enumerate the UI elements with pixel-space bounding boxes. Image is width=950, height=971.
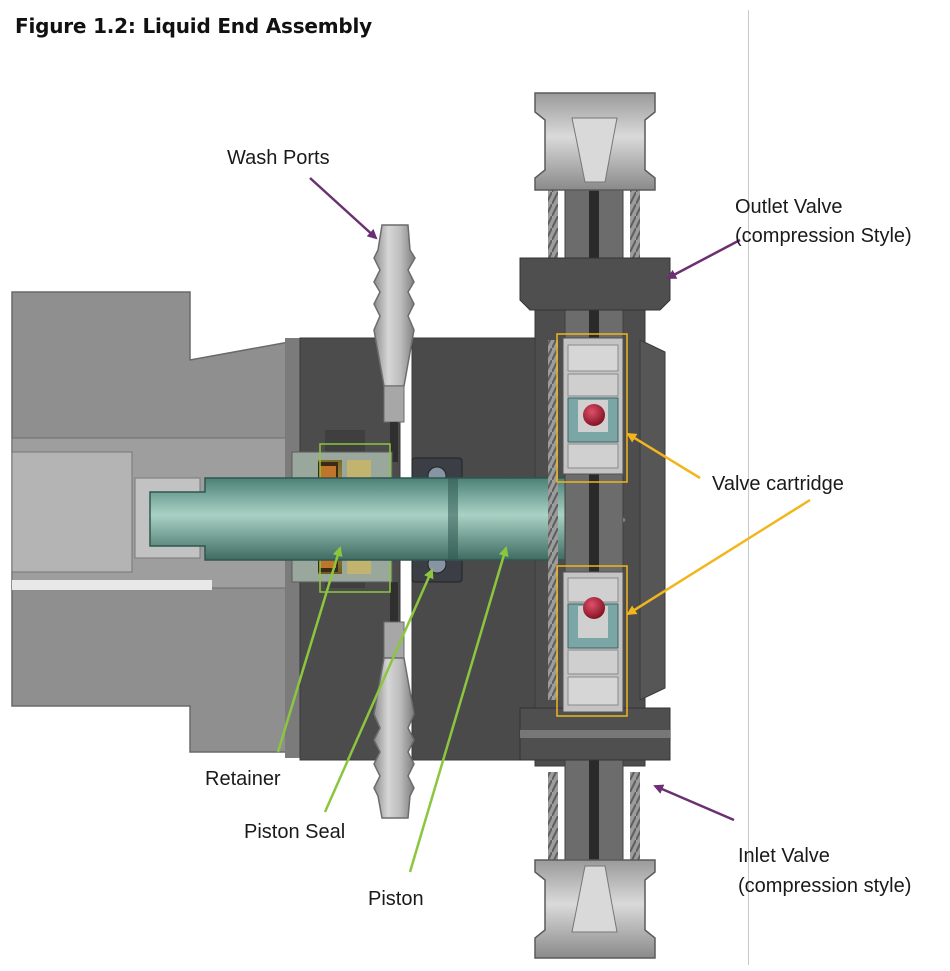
upper-cartridge-highlight-box [556, 333, 628, 483]
valve-cartridge-upper [562, 337, 624, 475]
inlet-valve-label-line1: Inlet Valve [738, 845, 830, 867]
outlet-valve-label-line1: Outlet Valve [735, 196, 843, 218]
figure-title: Figure 1.2: Liquid End Assembly [15, 14, 373, 38]
wash-ports-arrow [309, 177, 378, 240]
wash-ports-label: Wash Ports [227, 147, 330, 169]
outlet-valve-label-line2: (compression Style) [735, 225, 912, 247]
piston-arrow [408, 546, 509, 873]
inlet-fitting [519, 707, 671, 959]
retainer-label: Retainer [205, 768, 281, 790]
outlet-valve-arrow [666, 238, 741, 280]
valve-cartridge-arrow-upper [626, 432, 701, 480]
inlet-valve-label-line2: (compression style) [738, 875, 912, 897]
valve-cartridge-label: Valve cartridge [712, 473, 844, 495]
valve-cartridge-lower [562, 571, 624, 713]
piston-label: Piston [368, 888, 424, 910]
valve-cartridge-arrow-lower [626, 498, 811, 616]
page-border-line [748, 10, 749, 965]
inlet-valve-arrow [653, 784, 735, 822]
wash-port-upper [373, 224, 416, 462]
piston-seal-label: Piston Seal [244, 821, 346, 843]
retainer-arrow [276, 546, 343, 753]
lower-cartridge-highlight-box [556, 565, 628, 717]
check-ball-lower [583, 597, 605, 619]
outlet-fitting [519, 92, 671, 311]
piston-seal-arrow [323, 568, 434, 813]
check-ball-upper [583, 404, 605, 426]
